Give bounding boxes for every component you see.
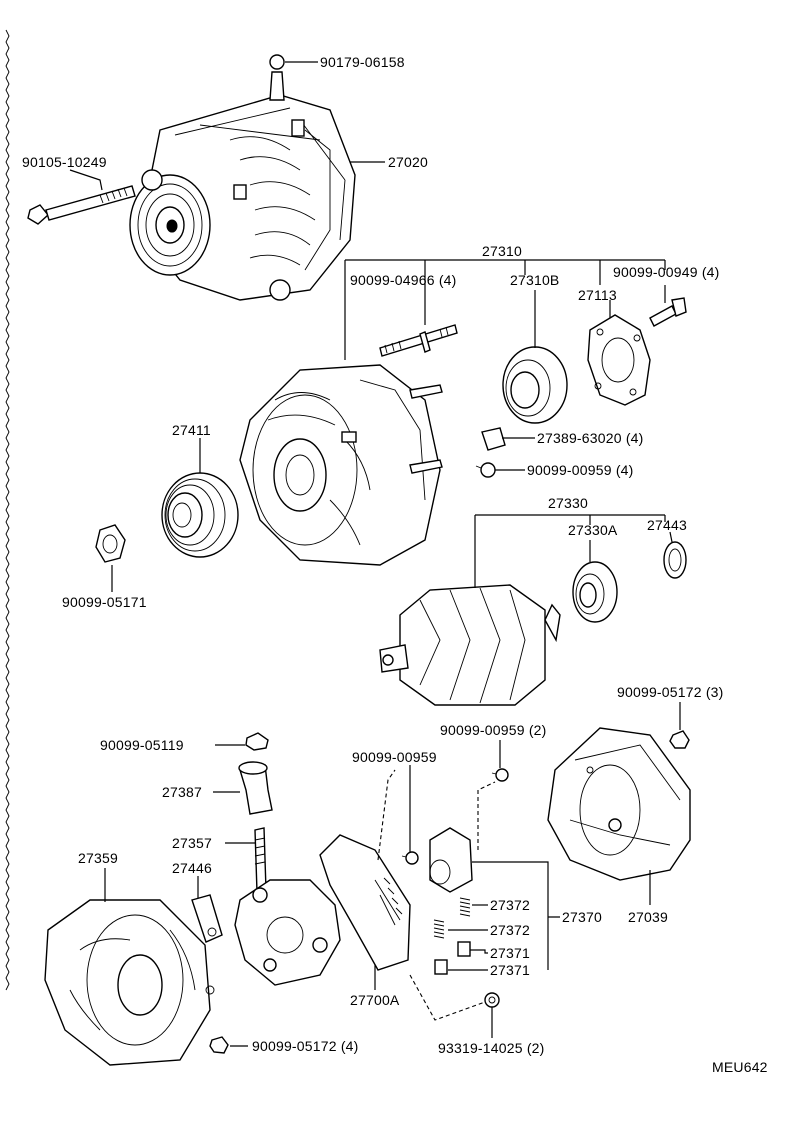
nut-90099-05172-4 xyxy=(209,1036,229,1054)
label-27359: 27359 xyxy=(78,850,118,866)
label-27020: 27020 xyxy=(388,154,428,170)
label-27446: 27446 xyxy=(172,860,212,876)
label-27330A: 27330A xyxy=(568,522,618,538)
label-90105-10249: 90105-10249 xyxy=(22,154,107,170)
alternator-assembly-27020 xyxy=(129,54,356,301)
label-27372-a: 27372 xyxy=(490,897,530,913)
bearing-27310B xyxy=(502,346,568,424)
brush-27371-b xyxy=(434,959,448,975)
pulley-27411 xyxy=(161,472,239,558)
label-27371-a: 27371 xyxy=(490,945,530,961)
label-90099-00959-2: 90099-00959 (2) xyxy=(440,722,547,738)
stud-90099-04966 xyxy=(379,324,458,357)
plate-27446 xyxy=(191,894,223,943)
label-27389-63020: 27389-63020 (4) xyxy=(537,430,644,446)
bolt-90105-10249 xyxy=(27,185,136,225)
rear-cover-27039 xyxy=(547,727,691,881)
label-27371-b: 27371 xyxy=(490,962,530,978)
drive-end-frame-27310 xyxy=(239,364,443,566)
label-27700A: 27700A xyxy=(350,992,400,1008)
label-93319-14025: 93319-14025 (2) xyxy=(438,1040,545,1056)
label-90179-06158: 90179-06158 xyxy=(320,54,405,70)
screw-93319-14025 xyxy=(484,992,500,1008)
label-27113: 27113 xyxy=(578,287,617,303)
torn-edge xyxy=(5,29,10,991)
retainer-plate-27113 xyxy=(587,314,651,406)
spring-27372-b xyxy=(433,919,445,939)
label-90099-00949: 90099-00949 (4) xyxy=(613,264,720,280)
label-27310: 27310 xyxy=(482,243,522,259)
nut-90099-05172-3 xyxy=(669,730,690,749)
label-90099-00959: 90099-00959 xyxy=(352,749,437,765)
label-27039: 27039 xyxy=(628,909,668,925)
label-90099-04966: 90099-04966 (4) xyxy=(350,272,457,288)
label-27357: 27357 xyxy=(172,835,212,851)
washer-27443 xyxy=(663,541,687,579)
label-90099-05119: 90099-05119 xyxy=(100,737,184,753)
bearing-27330A xyxy=(572,561,618,623)
rotor-27330 xyxy=(379,584,561,706)
leader-lines xyxy=(69,61,681,1047)
nut-90099-05171 xyxy=(95,524,126,563)
screw-90099-00949 xyxy=(649,297,687,327)
brush-holder-27370 xyxy=(429,827,473,893)
label-27372-b: 27372 xyxy=(490,922,530,938)
diagram-code: MEU642 xyxy=(712,1059,768,1075)
insulator-27387 xyxy=(238,761,273,815)
label-90099-05171: 90099-05171 xyxy=(62,594,147,610)
label-27330: 27330 xyxy=(548,495,588,511)
label-27443: 27443 xyxy=(647,517,687,533)
rectifier-holder xyxy=(234,879,341,986)
label-90099-05172-4: 90099-05172 (4) xyxy=(252,1038,359,1054)
screw-90099-00959-4 xyxy=(475,462,496,478)
brush-27371-a xyxy=(457,941,471,957)
label-27411: 27411 xyxy=(172,422,211,438)
terminal-stud-27357 xyxy=(254,827,267,893)
label-90099-05172-3: 90099-05172 (3) xyxy=(617,684,724,700)
regulator-27700A xyxy=(319,834,411,971)
label-90099-00959-4: 90099-00959 (4) xyxy=(527,462,634,478)
nut-90099-05119 xyxy=(245,732,269,751)
rear-end-frame-27359 xyxy=(44,899,215,1066)
label-27387: 27387 xyxy=(162,784,202,800)
label-27310B: 27310B xyxy=(510,272,559,288)
screw-90099-00959 xyxy=(401,851,419,865)
screw-90099-00959-2 xyxy=(491,768,509,782)
spring-27372-a xyxy=(459,897,471,917)
part-labels: 90179-06158 90105-10249 27020 27310 9009… xyxy=(22,54,768,1075)
spacer-27389-63020 xyxy=(481,427,506,451)
label-27370: 27370 xyxy=(562,909,602,925)
